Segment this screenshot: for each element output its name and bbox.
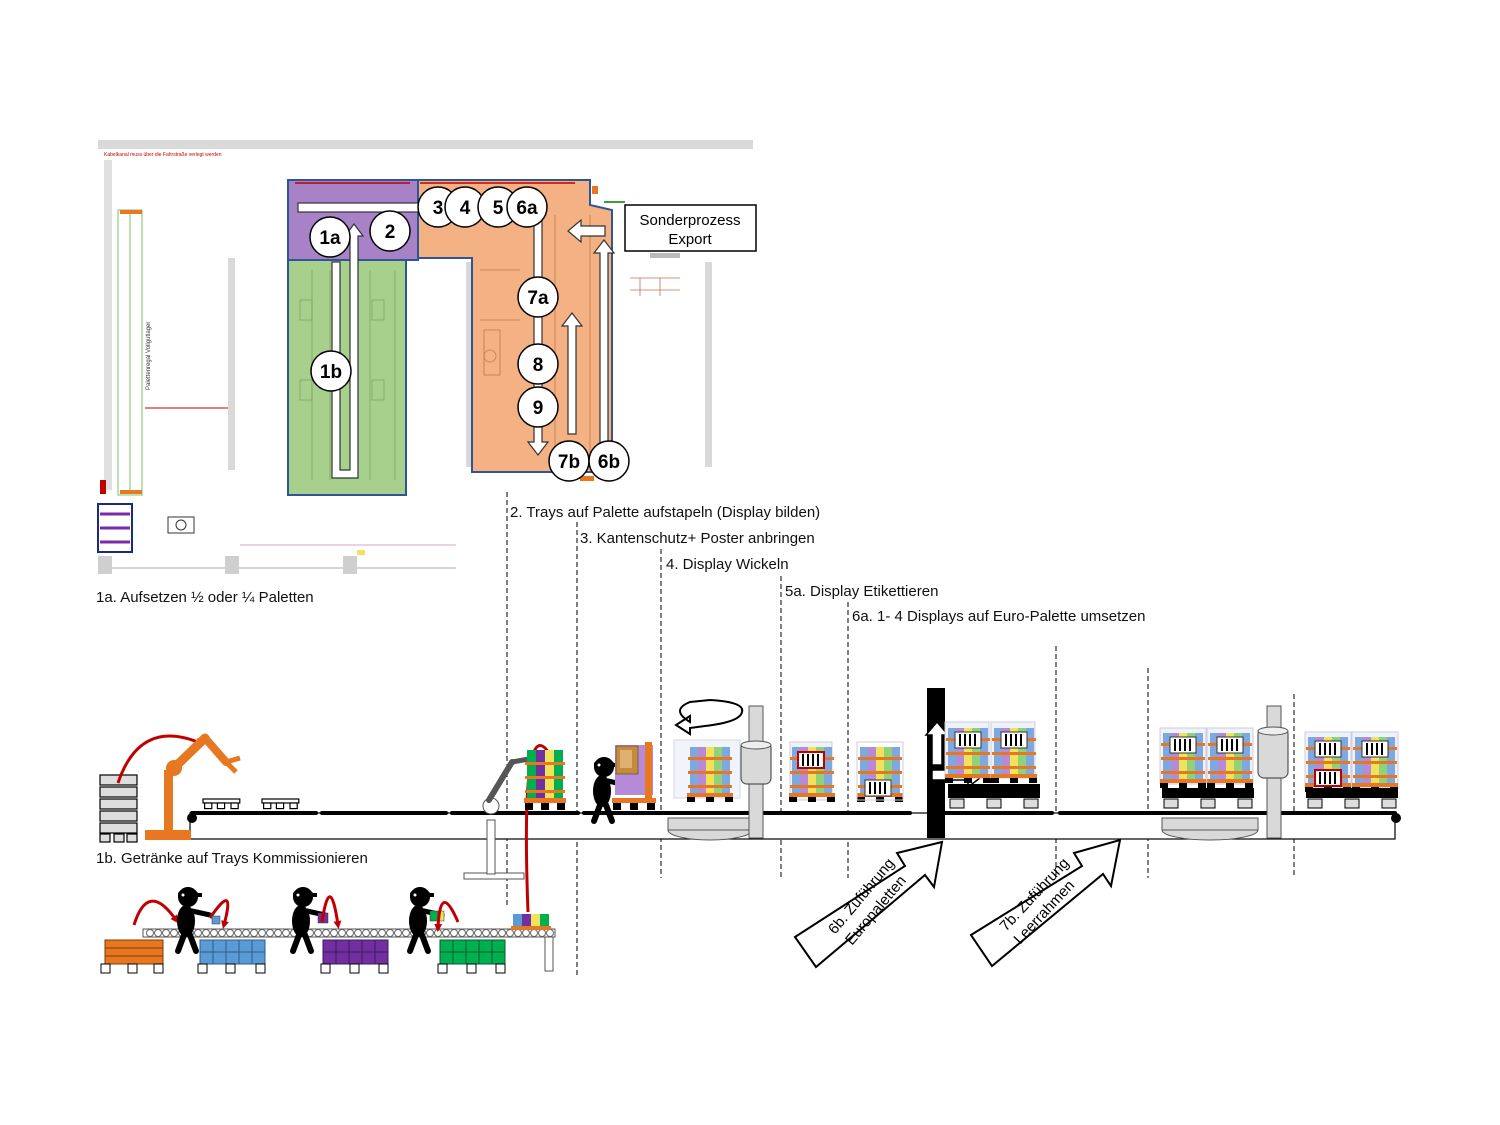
wrapping-machine-2 (1161, 705, 1289, 841)
flow-arrow-up-7b (560, 312, 584, 435)
floorplan: Kabelkanal muss über die Fahrstraße verl… (97, 140, 757, 574)
flow-arrow-top (297, 202, 429, 213)
svg-text:8: 8 (533, 355, 544, 376)
display-stack (524, 750, 566, 810)
flow-arrow-down (526, 211, 550, 456)
picking-conveyor (142, 928, 556, 972)
rack-note: Palettenregal Vollgutlager (146, 322, 152, 390)
tray-stack-green (437, 939, 506, 974)
up-arrow-icon (924, 720, 950, 766)
left-rack: Palettenregal Vollgutlager (100, 160, 230, 496)
step-1a-label: 1a. Aufsetzen ½ oder ¼ Paletten (96, 589, 314, 606)
svg-text:1b: 1b (320, 362, 342, 383)
euro-pallet (948, 784, 1040, 809)
sonderprozess-box: Sonderprozess Export (624, 204, 757, 252)
barcode-label-icon (1216, 736, 1244, 754)
pallet-stack-left (99, 774, 138, 843)
step-6a-label: 6a. 1- 4 Displays auf Euro-Palette umset… (852, 608, 1146, 625)
step-4-label: 4. Display Wickeln (666, 556, 789, 573)
step-5a-label: 5a. Display Etikettieren (785, 583, 939, 600)
barcode-label-icon (954, 731, 982, 749)
station-circle-1a: 1a (309, 216, 351, 258)
main-conveyor (187, 811, 1401, 840)
svg-text:3: 3 (433, 198, 444, 219)
half-pallet (261, 798, 300, 810)
step-2-label: 2. Trays auf Palette aufstapeln (Display… (510, 504, 821, 521)
sonderprozess-line2: Export (668, 231, 712, 248)
station-circle-1b: 1b (310, 350, 352, 392)
station-circle-6b: 6b (588, 440, 630, 482)
barcode-label-icon (1361, 740, 1389, 758)
station-circle-7b: 7b (548, 440, 590, 482)
step-1b-label: 1b. Getränke auf Trays Kommissionieren (96, 850, 368, 867)
svg-text:5: 5 (493, 198, 504, 219)
rotate-arrow-icon (674, 698, 744, 736)
arrow-6b-europallet-feed: 6b. Zuführung Europaletten (793, 840, 944, 969)
station-circle-6a: 6a (506, 186, 548, 228)
euro-pallet (1162, 788, 1254, 809)
station-circle-7a: 7a (517, 276, 559, 318)
barcode-label-icon (1000, 731, 1028, 749)
half-pallet (202, 798, 241, 810)
palletizer-robot (116, 733, 241, 840)
step-3-label: 3. Kantenschutz+ Poster anbringen (580, 530, 815, 547)
arrow-7b-empty-frame-feed: 7b. Zuführung Leerrahmen (969, 838, 1122, 968)
flow-arrow-export (567, 218, 606, 244)
tray-pallet-orange (100, 939, 164, 974)
station-circle-2: 2 (369, 210, 411, 252)
finished-tray (511, 914, 551, 930)
station-circle-8: 8 (517, 343, 559, 385)
wrapped-display (687, 747, 733, 802)
wrapping-machine (667, 698, 772, 841)
svg-text:7a: 7a (527, 288, 549, 309)
barcode-label-icon (864, 779, 892, 797)
barcode-label-icon (797, 751, 825, 769)
barcode-label-icon (1314, 740, 1342, 758)
tray-stack-blue (197, 939, 266, 974)
station-circle-9: 9 (517, 386, 559, 428)
euro-pallet (1306, 788, 1398, 809)
svg-text:7b: 7b (558, 452, 580, 473)
flow-arrow-up-6b (592, 239, 616, 445)
building-wall (98, 140, 753, 149)
top-note: Kabelkanal muss über die Fahrstraße verl… (104, 152, 222, 158)
tray-stack-purple (320, 939, 389, 974)
display-with-poster (612, 742, 656, 810)
svg-text:2: 2 (385, 222, 396, 243)
svg-text:4: 4 (460, 198, 471, 219)
stacking-robot (463, 753, 549, 880)
svg-text:6a: 6a (516, 198, 538, 219)
barcode-label-icon (1314, 769, 1342, 787)
barcode-label-icon (1169, 736, 1197, 754)
svg-text:6b: 6b (598, 452, 620, 473)
sonderprozess-line1: Sonderprozess (640, 212, 741, 229)
svg-text:9: 9 (533, 398, 544, 419)
svg-text:1a: 1a (319, 228, 341, 249)
